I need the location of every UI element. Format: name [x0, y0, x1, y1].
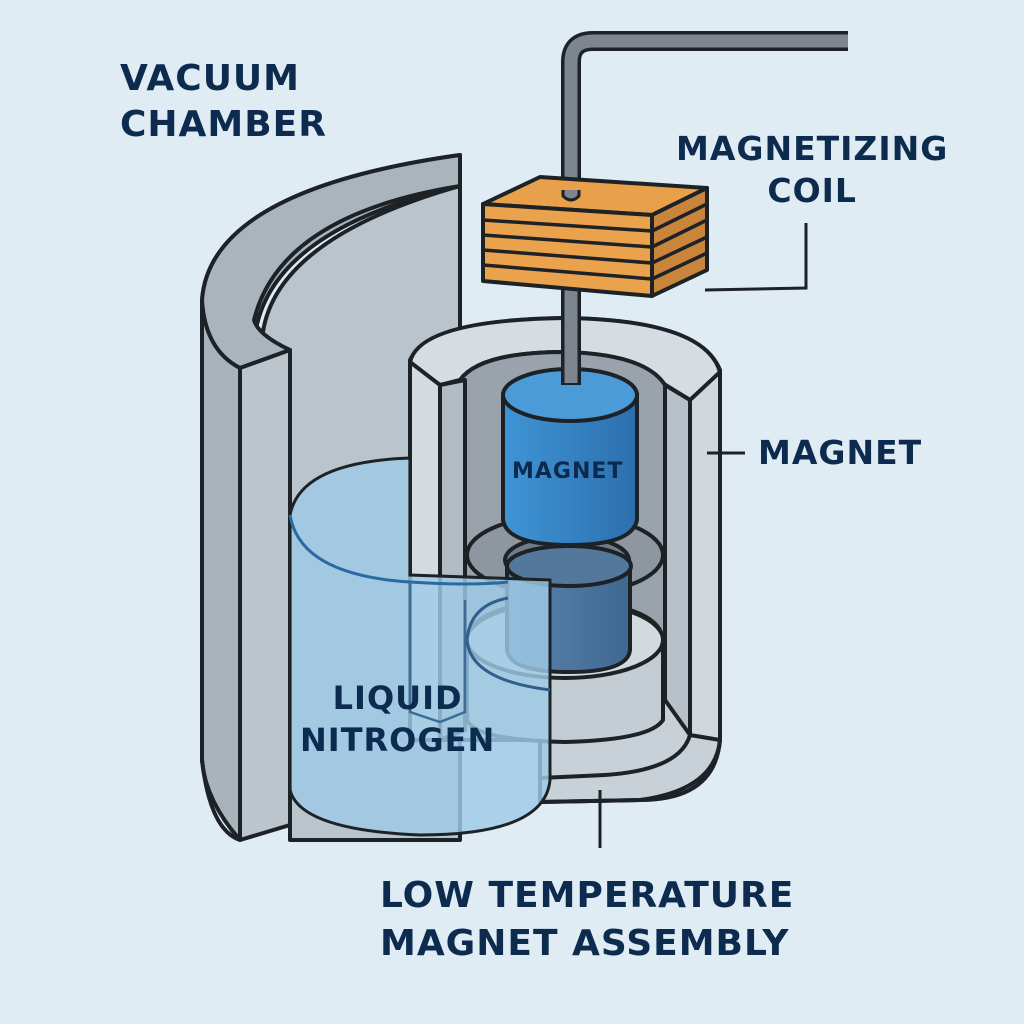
magnetizing-coil [481, 175, 709, 298]
liquid-nitrogen-overlay-shell [408, 582, 467, 724]
assembly-label-line-2: MAGNET ASSEMBLY [380, 922, 790, 964]
leader-lines [598, 223, 808, 848]
feed-rod-fill [564, 34, 848, 383]
magnetizing-coil-label-line-1: MAGNETIZING [676, 129, 949, 168]
vacuum-chamber-cut-face [238, 348, 292, 842]
liquid-nitrogen-label-line-2: NITROGEN [300, 720, 496, 759]
liquid-nitrogen-surface [288, 514, 509, 586]
cryostat-cut-face-right [663, 383, 692, 737]
magnetizing-coil-label: MAGNETIZING COIL [676, 128, 948, 212]
upper-magnet-label: MAGNET [512, 459, 624, 484]
coil-rod-entry [561, 190, 581, 202]
cryostat-cut-face-right-outer [688, 370, 722, 742]
coil-front-face [481, 202, 654, 298]
cryostat-bottom-ring [539, 734, 722, 804]
coil-windings [482, 202, 708, 281]
magnetizing-coil-label-line-2: COIL [767, 171, 857, 211]
vacuum-chamber-label-line-2: CHAMBER [120, 104, 327, 146]
vacuum-chamber-rim [200, 153, 462, 370]
liquid-nitrogen-overlay-ring [465, 596, 551, 692]
vacuum-chamber-label: VACUUM CHAMBER [120, 56, 327, 148]
upper-magnet-body [501, 393, 639, 548]
liquid-nitrogen-label: LIQUID NITROGEN [300, 678, 495, 761]
coil-leader-line [704, 223, 808, 292]
liquid-nitrogen-label-line-1: LIQUID [332, 679, 463, 717]
magnet-label: MAGNET [758, 433, 923, 472]
liquid-nitrogen-body [288, 456, 552, 837]
liquid-nitrogen [288, 456, 552, 837]
coil-side-face [650, 186, 709, 298]
upper-magnet [501, 367, 639, 548]
assembly-label-line-1: LOW TEMPERATURE [380, 875, 795, 916]
vacuum-chamber-bottom [200, 368, 242, 842]
assembly-label: LOW TEMPERATURE MAGNET ASSEMBLY [380, 872, 794, 967]
feed-rod [561, 31, 848, 385]
vacuum-chamber-label-line-1: VACUUM [120, 58, 300, 99]
